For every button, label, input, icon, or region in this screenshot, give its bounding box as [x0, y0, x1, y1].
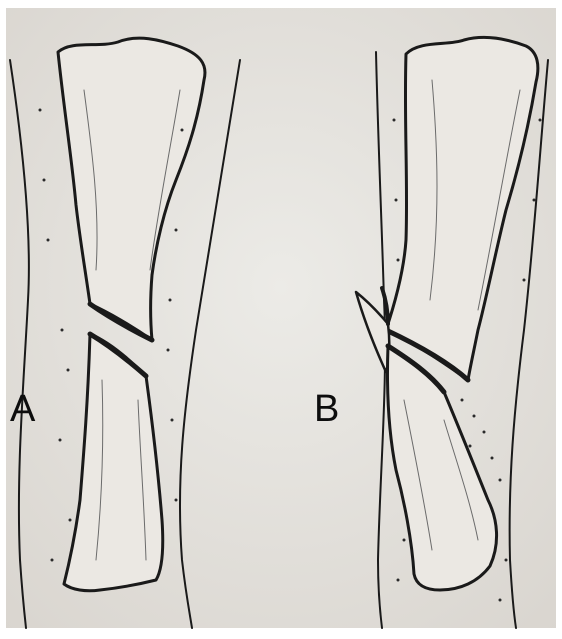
- panel-b-label: B: [314, 390, 339, 428]
- panel-a-label: A: [10, 390, 35, 428]
